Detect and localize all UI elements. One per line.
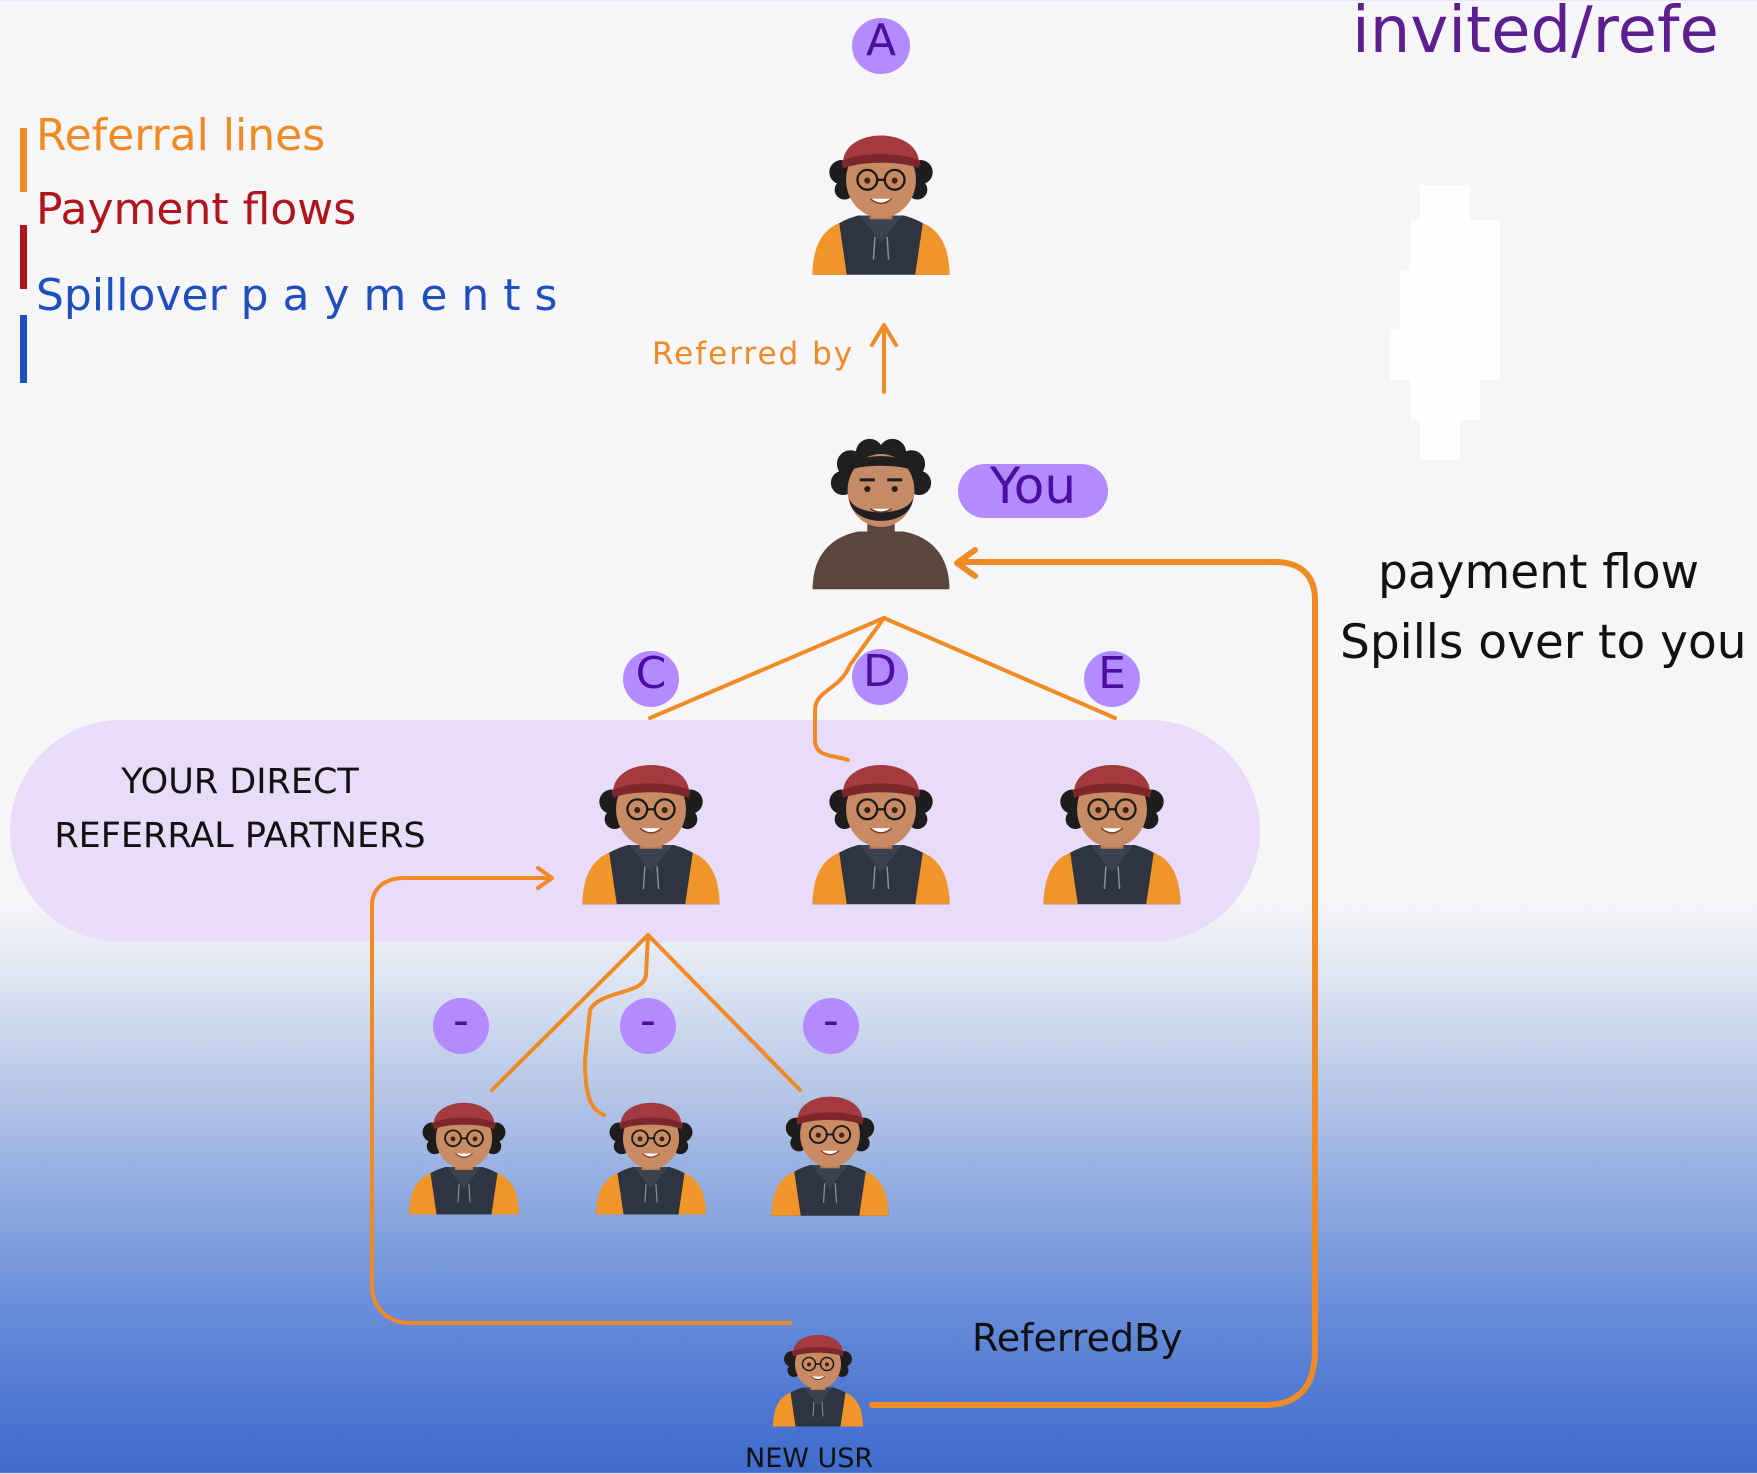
referred-by-top-label: Referred by (652, 336, 855, 372)
node-e-badge: E (1084, 651, 1140, 707)
c-to-sub2-line (583, 933, 650, 1117)
referral-legend-swatch (20, 128, 27, 192)
sub-1-badge: - (433, 998, 489, 1054)
sub-3-badge: - (803, 998, 859, 1054)
you-to-c-line (648, 616, 886, 720)
spillover-arrowhead (954, 547, 978, 579)
node-c-avatar (581, 763, 721, 906)
sub-2-avatar (595, 1101, 707, 1216)
you-to-e-line (882, 616, 1117, 720)
you-badge: You (958, 461, 1108, 518)
spillover-legend-label: Spillover p a y m e n t s (36, 270, 558, 321)
new-user-avatar (772, 1334, 864, 1428)
payment-flow-note-line2: Spills over to you (1340, 615, 1747, 670)
node-c-badge: C (623, 651, 679, 707)
payment-flow-note-line1: payment flow (1378, 545, 1700, 600)
new-user-to-c-arrowhead (536, 866, 554, 890)
node-a-avatar (811, 134, 951, 276)
you-to-a-arrowhead (870, 323, 898, 347)
you-avatar (811, 437, 951, 591)
spillover-legend-swatch (20, 315, 27, 383)
referral-legend-label: Referral lines (36, 110, 326, 161)
node-d-avatar (811, 763, 951, 906)
new-user-to-c-line (370, 876, 792, 1325)
spillover-line (869, 559, 1318, 1408)
sub-3-avatar (770, 1095, 890, 1217)
you-to-d-line (813, 616, 886, 762)
direct-partners-label: YOUR DIRECT REFERRAL PARTNERS (54, 762, 426, 856)
c-to-sub3-line (646, 933, 802, 1092)
sub-1-avatar (408, 1101, 520, 1216)
referred-by-bottom-label: ReferredBy (972, 1316, 1183, 1360)
payment-legend-label: Payment flows (36, 184, 357, 235)
faint-smudge (1390, 185, 1500, 460)
node-d-badge: D (852, 649, 908, 705)
sub-2-badge: - (620, 998, 676, 1054)
diagram-title: invited/refe (1352, 0, 1719, 68)
new-user-label: NEW USR (745, 1443, 874, 1474)
c-to-sub1-line (490, 933, 650, 1092)
node-e-avatar (1042, 763, 1182, 906)
node-a-badge: A (852, 18, 910, 74)
payment-legend-swatch (20, 225, 27, 289)
